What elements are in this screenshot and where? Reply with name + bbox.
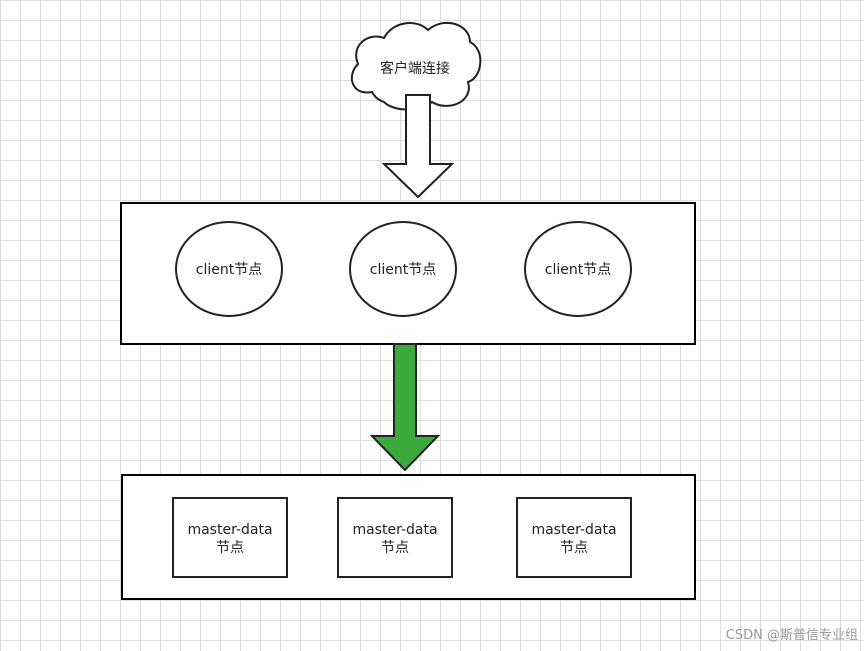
- cloud-label: 客户端连接: [380, 60, 450, 77]
- client-node-label: client节点: [545, 262, 611, 278]
- watermark: CSDN @斯普信专业组: [725, 628, 858, 643]
- master-data-node-label-line2: 节点: [381, 540, 409, 556]
- client-connection-cloud: 客户端连接: [350, 21, 482, 111]
- client-node: client节点: [524, 221, 632, 317]
- white-down-arrow: [381, 94, 455, 199]
- client-node-ellipse: [175, 221, 283, 317]
- client-node-label: client节点: [370, 262, 436, 278]
- green-down-arrow: [369, 343, 441, 472]
- master-data-node: master-data 节点: [516, 497, 632, 578]
- master-data-node-label-line1: master-data: [531, 522, 616, 538]
- master-data-node-box: [172, 497, 288, 578]
- client-node-ellipse: [524, 221, 632, 317]
- master-data-node: master-data 节点: [337, 497, 453, 578]
- master-data-node-label-line1: master-data: [352, 522, 437, 538]
- client-node: client节点: [175, 221, 283, 317]
- client-node: client节点: [349, 221, 457, 317]
- client-node-ellipse: [349, 221, 457, 317]
- master-data-node-box: [337, 497, 453, 578]
- master-data-node-label-line2: 节点: [216, 540, 244, 556]
- master-data-node-label-line2: 节点: [560, 540, 588, 556]
- master-data-node-box: [516, 497, 632, 578]
- master-data-node-label-line1: master-data: [187, 522, 272, 538]
- client-node-label: client节点: [196, 262, 262, 278]
- cloud-shape: [350, 21, 482, 111]
- master-data-node: master-data 节点: [172, 497, 288, 578]
